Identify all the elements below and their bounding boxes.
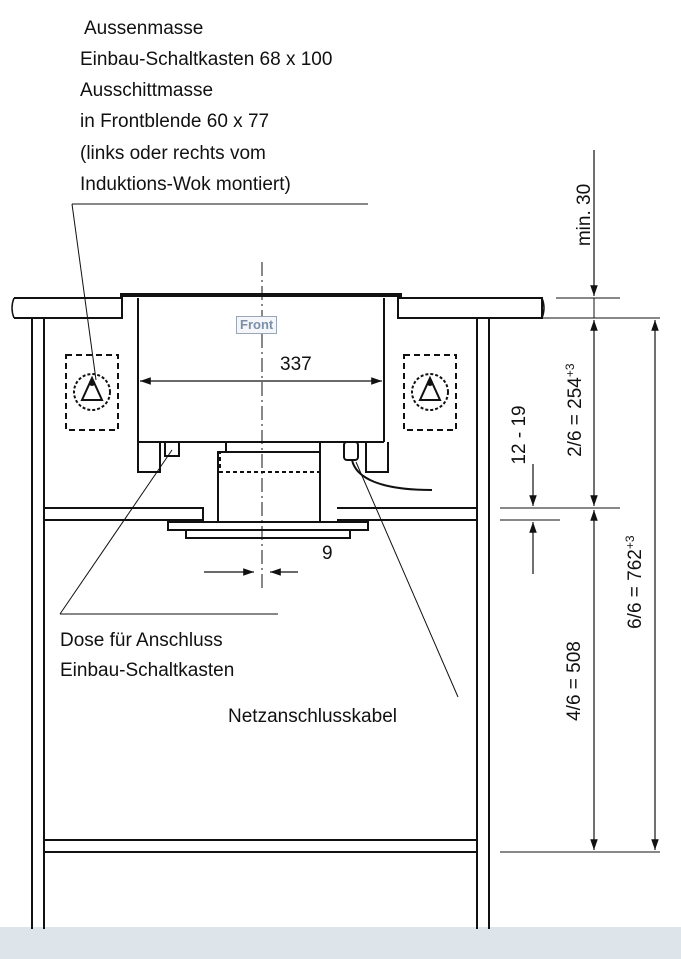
power-cable xyxy=(351,459,433,491)
dim-9-label: 9 xyxy=(322,543,333,564)
dim-min30-label: min. 30 xyxy=(574,183,595,247)
front-label: Front xyxy=(236,316,278,334)
dim-762-label: 6/6 = 762+3 xyxy=(622,535,647,629)
induction-wok-unit xyxy=(137,298,389,539)
dim-337-label: 337 xyxy=(280,354,312,375)
note-line-4: in Frontblende 60 x 77 xyxy=(80,111,270,132)
note-line-2: Einbau-Schaltkasten 68 x 100 xyxy=(80,49,333,70)
leader-lines xyxy=(59,203,459,698)
worktop xyxy=(11,297,545,319)
dose-label-2: Einbau-Schaltkasten xyxy=(60,660,235,681)
dim-12-19-label: 12 - 19 xyxy=(509,405,530,465)
floor xyxy=(0,927,681,959)
note-line-6: Induktions-Wok montiert) xyxy=(80,174,291,195)
dim-254-label: 2/6 = 254+3 xyxy=(562,363,587,457)
note-line-3: Ausschittmasse xyxy=(80,80,214,101)
cabinet-frame xyxy=(31,317,490,929)
dose-label-1: Dose für Anschluss xyxy=(60,630,223,651)
control-box-left xyxy=(65,354,119,431)
control-box-right xyxy=(403,354,457,431)
note-line-5: (links oder rechts vom xyxy=(80,143,266,164)
vertical-dimensions xyxy=(496,150,660,853)
dim-508-label: 4/6 = 508 xyxy=(564,641,585,721)
netz-label: Netzanschlusskabel xyxy=(228,706,397,727)
note-line-1: Aussenmasse xyxy=(84,18,204,39)
